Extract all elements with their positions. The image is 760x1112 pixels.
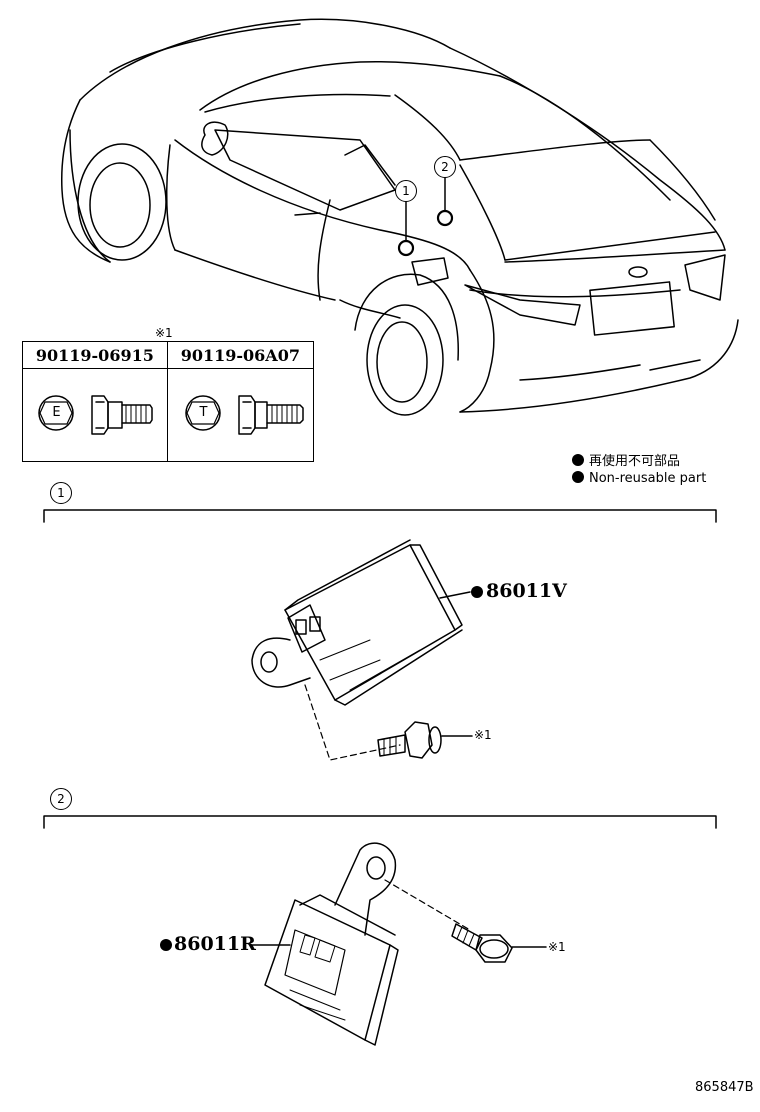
callout-2-on-car: 2 [434,156,456,178]
callout-leaders [405,176,446,241]
legend-en-text: Non-reusable part [589,471,707,486]
part-number-86011R: 86011R [174,933,256,955]
part-number-86011V: 86011V [486,580,567,602]
legend-line-en: Non-reusable part [572,471,706,486]
section-1-number: 1 [50,482,72,504]
sensor-86011R-drawing [249,842,547,1046]
bolt-table-note-mark: ※1 [155,326,173,340]
bolt-head-mark-E: E [52,405,61,420]
non-reusable-dot-86011V [471,586,483,598]
legend-jp-text: 再使用不可部品 [589,454,681,469]
bolt-head-mark-T: T [199,405,208,420]
bolt-image-cell-2 [166,368,315,462]
bolt-part-number-2: 90119-06A07 [166,341,315,369]
section-2-bolt-ref: ※1 [548,940,566,954]
sensor-location-2 [436,209,454,227]
bolt-table: 90119-06915 90119-06A07 [22,341,315,462]
sensor-location-1 [397,239,415,257]
legend-line-jp: 再使用不可部品 [572,450,680,469]
section-1-bolt-ref: ※1 [474,728,492,742]
callout-1-on-car: 1 [395,180,417,202]
section-2-number: 2 [50,788,72,810]
bolt-part-number-1: 90119-06915 [22,341,168,369]
non-reusable-dot-icon [572,454,584,466]
car-illustration [60,18,739,416]
bolt-image-cell-1 [22,368,168,462]
sensor-86011V-drawing [251,539,473,761]
non-reusable-dot-86011R [160,939,172,951]
non-reusable-dot-icon [572,471,584,483]
section-2-bracket [43,815,717,829]
section-1-bracket [43,509,717,523]
diagram-id: 865847B [695,1080,754,1095]
